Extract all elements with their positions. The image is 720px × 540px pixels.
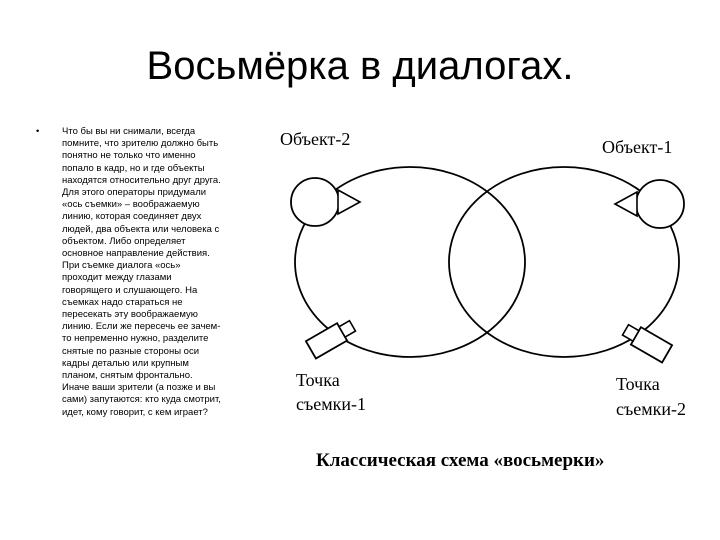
bullet-text: Что бы вы ни снимали, всегда помните, чт… [62,126,221,418]
object1-figure [613,179,685,229]
right-loop [448,166,680,358]
camera1-label-line1: Точка [296,370,340,390]
camera2-label-line1: Точка [616,374,660,394]
camera2-label-line2: съемки-2 [616,399,686,419]
object2-figure [290,177,362,227]
object1-label: Объект-1 [602,137,672,157]
camera1-icon [304,319,357,360]
figure-eight-diagram: Объект-2 Объект-1 Точка съемки-1 Точка с… [280,129,686,471]
camera2-icon [621,323,674,364]
object2-label: Объект-2 [280,129,350,149]
bullet-marker: • [36,126,40,137]
camera1-label-line2: съемки-1 [296,394,366,414]
diagram-caption: Классическая схема «восьмерки» [316,450,604,471]
slide-title: Восьмёрка в диалогах. [146,44,574,88]
left-loop [294,166,526,358]
